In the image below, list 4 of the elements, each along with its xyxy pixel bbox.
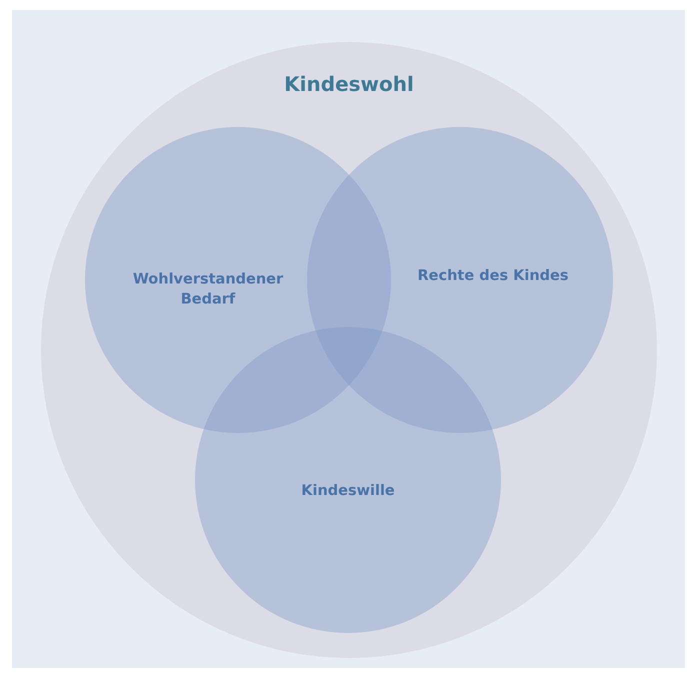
circle-label: Kindeswille xyxy=(300,482,396,502)
title: Kindeswohl xyxy=(283,72,415,96)
circle-label: Rechte des Kindes xyxy=(416,267,570,286)
circle-label: Wohlverstandener Bedarf xyxy=(132,270,284,309)
